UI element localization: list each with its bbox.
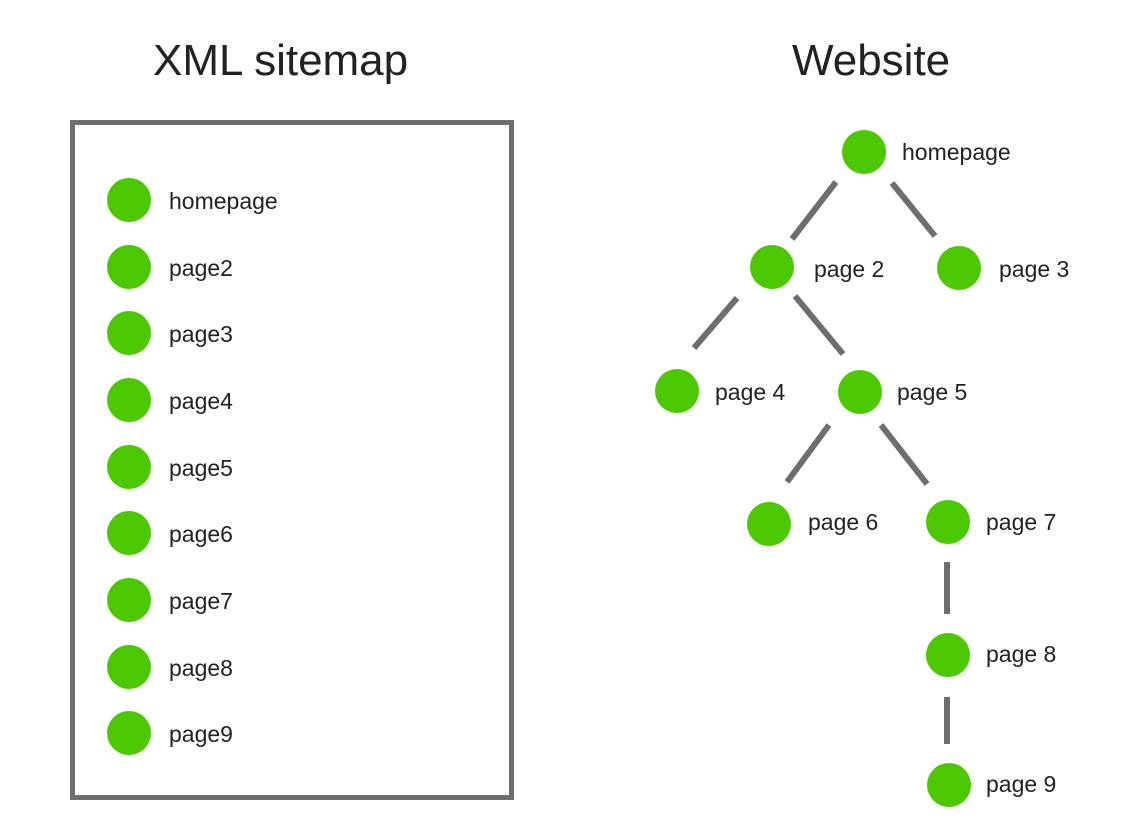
sitemap-item-label: page4 [169, 388, 233, 414]
sitemap-item-page4: page4 [107, 378, 427, 422]
tree-node-page2: page 2 [750, 245, 884, 289]
page-dot-icon [937, 246, 981, 290]
tree-edge-page5-page6 [784, 423, 832, 484]
sitemap-item-page7: page7 [107, 578, 427, 622]
tree-node-page6: page 6 [747, 502, 878, 546]
sitemap-item-label: page7 [169, 588, 233, 614]
sitemap-item-page2: page2 [107, 245, 427, 289]
tree-node-label: page 7 [986, 509, 1056, 535]
page-dot-icon [747, 502, 791, 546]
sitemap-item-page9: page9 [107, 711, 427, 755]
page-dot-icon [107, 511, 151, 555]
tree-edge-page2-page4 [691, 296, 740, 350]
tree-node-page7: page 7 [926, 500, 1056, 544]
page-dot-icon [107, 178, 151, 222]
page-dot-icon [107, 711, 151, 755]
tree-node-page9: page 9 [927, 763, 1056, 807]
sitemap-item-label: homepage [169, 188, 278, 214]
page-dot-icon [107, 311, 151, 355]
tree-node-label: page 5 [897, 379, 967, 405]
tree-edge-homepage-page3 [889, 181, 938, 238]
tree-edge-page5-page7 [878, 423, 930, 486]
tree-node-page3: page 3 [937, 246, 1069, 290]
page-dot-icon [927, 763, 971, 807]
page-dot-icon [842, 130, 886, 174]
tree-node-page8: page 8 [926, 633, 1056, 677]
tree-edge-page2-page5 [792, 294, 846, 356]
page-dot-icon [107, 645, 151, 689]
tree-edge-homepage-page2 [789, 180, 839, 241]
sitemap-item-page3: page3 [107, 311, 427, 355]
tree-node-label: page 8 [986, 641, 1056, 667]
tree-node-label: page 9 [986, 771, 1056, 797]
tree-edges [691, 180, 950, 744]
tree-node-page4: page 4 [655, 369, 786, 413]
page-dot-icon [926, 633, 970, 677]
sitemap-item-label: page9 [169, 721, 233, 747]
website-title: Website [792, 36, 951, 85]
tree-nodes: homepage page 2 page 3 page 4 page 5 pag… [655, 130, 1069, 807]
page-dot-icon [107, 378, 151, 422]
sitemap-title: XML sitemap [153, 36, 409, 85]
tree-node-homepage: homepage [842, 130, 1011, 174]
page-dot-icon [655, 369, 699, 413]
page-dot-icon [107, 445, 151, 489]
sitemap-item-homepage: homepage [107, 178, 427, 222]
sitemap-item-page8: page8 [107, 645, 427, 689]
page-dot-icon [750, 245, 794, 289]
tree-node-label: page 4 [715, 379, 786, 405]
sitemap-box: homepage page2 page3 page4 page5 page6 p… [70, 120, 514, 800]
sitemap-item-label: page3 [169, 321, 233, 347]
page-dot-icon [107, 578, 151, 622]
sitemap-item-label: page5 [169, 455, 233, 481]
sitemap-item-page6: page6 [107, 511, 427, 555]
page-dot-icon [926, 500, 970, 544]
page-dot-icon [838, 370, 882, 414]
tree-node-label: page 3 [999, 256, 1069, 282]
page-dot-icon [107, 245, 151, 289]
tree-node-label: page 2 [814, 256, 884, 282]
tree-node-page5: page 5 [838, 370, 967, 414]
tree-node-label: page 6 [808, 509, 878, 535]
sitemap-item-label: page2 [169, 255, 233, 281]
tree-node-label: homepage [902, 139, 1011, 165]
sitemap-item-page5: page5 [107, 445, 427, 489]
sitemap-item-label: page6 [169, 521, 233, 547]
sitemap-item-label: page8 [169, 655, 233, 681]
